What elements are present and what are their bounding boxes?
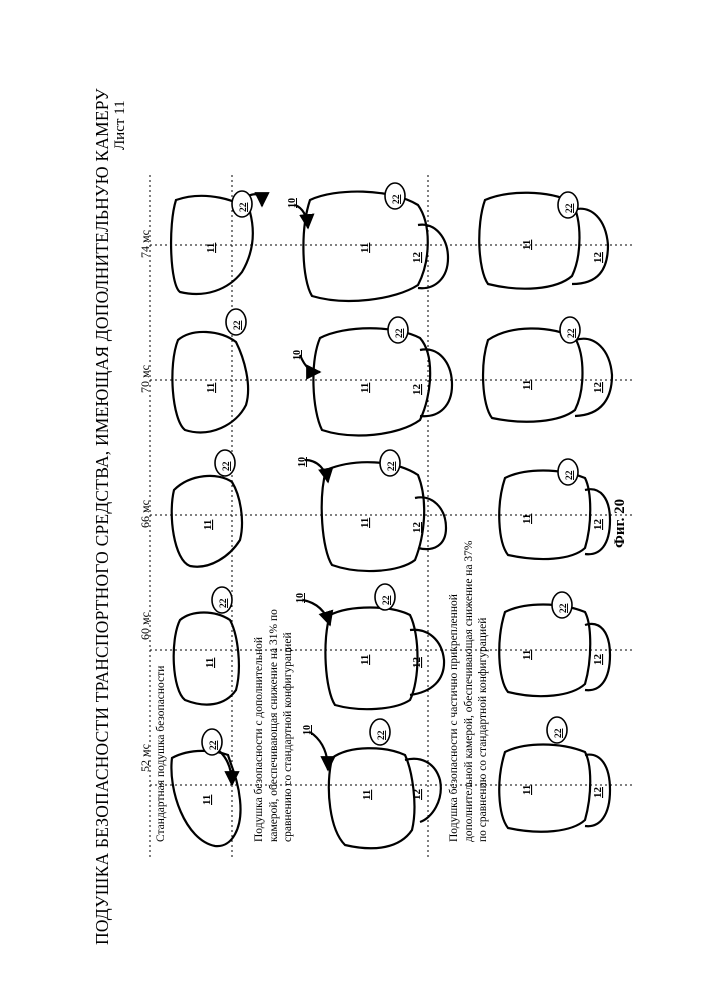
label-head: 22 <box>387 461 397 471</box>
label-main-chamber: 11 <box>205 383 217 393</box>
label-extra-chamber: 12 <box>592 654 604 666</box>
label-main-chamber: 11 <box>359 243 371 253</box>
label-head: 22 <box>219 598 229 608</box>
label-head: 22 <box>554 728 564 738</box>
label-head: 22 <box>239 202 249 212</box>
label-head: 22 <box>209 740 219 750</box>
arrow <box>300 355 320 372</box>
label-airbag-ref: 10 <box>302 725 313 735</box>
label-head: 22 <box>565 203 575 213</box>
label-extra-chamber: 12 <box>411 522 423 534</box>
airbag-outline <box>172 332 248 432</box>
label-main-chamber: 11 <box>204 658 216 668</box>
label-extra-chamber: 12 <box>411 657 423 669</box>
label-extra-chamber: 12 <box>411 789 423 801</box>
airbag-main <box>499 745 590 832</box>
arrow <box>310 732 328 770</box>
label-head: 22 <box>395 328 405 338</box>
label-main-chamber: 11 <box>361 790 373 800</box>
label-main-chamber: 11 <box>359 383 371 393</box>
label-main-chamber: 11 <box>521 380 533 390</box>
label-main-chamber: 11 <box>521 650 533 660</box>
label-main-chamber: 11 <box>201 795 213 805</box>
airbag-main <box>325 608 417 710</box>
airbag-main <box>313 328 430 435</box>
grid-lines <box>150 175 635 860</box>
reference-numerals: 11 11 11 11 11 22 22 22 22 22 10 10 10 1… <box>201 194 604 805</box>
airbag-main <box>322 462 424 571</box>
label-airbag-ref: 10 <box>295 593 306 603</box>
label-main-chamber: 11 <box>359 655 371 665</box>
label-extra-chamber: 12 <box>592 252 604 264</box>
arrow <box>303 600 330 625</box>
label-extra-chamber: 12 <box>592 382 604 394</box>
head-markers-row3 <box>547 192 580 743</box>
label-head: 22 <box>565 470 575 480</box>
label-main-chamber: 11 <box>359 518 371 528</box>
label-head: 22 <box>377 730 387 740</box>
label-extra-chamber: 12 <box>592 787 604 799</box>
row-partial-chamber <box>479 193 612 832</box>
label-main-chamber: 11 <box>521 514 533 524</box>
label-airbag-ref: 10 <box>292 350 303 360</box>
label-head: 22 <box>559 603 569 613</box>
label-main-chamber: 11 <box>202 520 214 530</box>
label-head: 22 <box>392 194 402 204</box>
label-main-chamber: 11 <box>521 240 533 250</box>
label-main-chamber: 11 <box>205 243 217 253</box>
label-extra-chamber: 12 <box>411 384 423 396</box>
label-head: 22 <box>382 595 392 605</box>
label-extra-chamber: 12 <box>411 252 423 264</box>
head-markers-row1 <box>202 191 252 755</box>
label-extra-chamber: 12 <box>592 519 604 531</box>
label-main-chamber: 11 <box>521 785 533 795</box>
label-airbag-ref: 10 <box>297 457 308 467</box>
label-airbag-ref: 10 <box>287 198 298 208</box>
label-head: 22 <box>567 328 577 338</box>
label-head: 22 <box>222 461 232 471</box>
label-head: 22 <box>233 320 243 330</box>
